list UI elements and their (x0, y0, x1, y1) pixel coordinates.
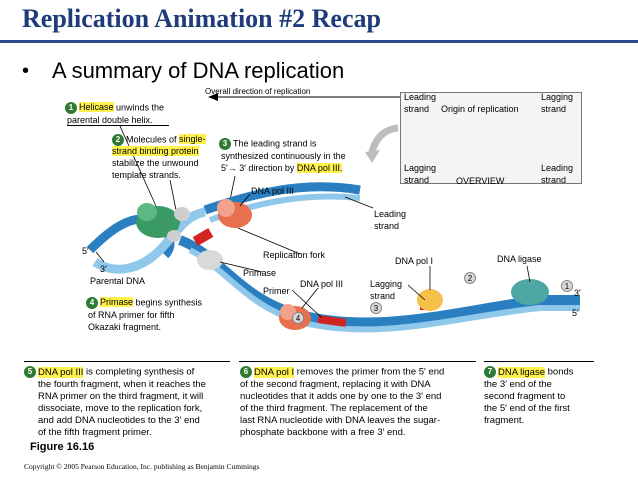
step-6-line6: phosphate backbone with a free 3′ end. (240, 427, 406, 438)
step-5-text: is completing synthesis of (83, 366, 195, 378)
parental-dna-label: Parental DNA (90, 276, 146, 286)
bullet-text: A summary of DNA replication (52, 58, 345, 83)
step-5-line2: the fourth fragment, when it reaches the (38, 379, 206, 390)
overview-box (400, 92, 582, 184)
step-4-line3: Okazaki fragment. (88, 322, 162, 332)
step-2-pre: Molecules of (126, 134, 180, 145)
step-7-number: 7 (484, 366, 496, 378)
step-6-number: 6 (240, 366, 252, 378)
step-6-line2: of the second fragment, replacing it wit… (240, 379, 431, 390)
step-7-line2: the 3′ end of the (484, 379, 552, 390)
primase-protein (197, 250, 223, 270)
step-7-text: bonds (545, 366, 574, 378)
dna-ligase-label: DNA ligase (497, 254, 542, 264)
step-7-line3: second fragment to (484, 391, 566, 402)
overall-direction-arrow (208, 93, 410, 101)
step-5-number: 5 (24, 366, 36, 378)
step-3-line1: The leading strand is (233, 138, 317, 149)
figure-caption: Figure 16.16 (30, 441, 95, 453)
step-2-number: 2 (112, 134, 124, 146)
ssb-highlight-2: strand binding protein (112, 146, 199, 156)
overview-leading-strand-tl: Leading strand (404, 92, 437, 114)
overview-lagging-strand-tr: Lagging strand (541, 92, 574, 114)
five-prime-right: 5′ (572, 308, 579, 318)
step-3-line3-pre: 5′→ 3′ direction by (221, 163, 297, 173)
step-3-line2: synthesized continuously in the (221, 151, 346, 161)
step-7-box (484, 361, 594, 441)
primase-label: Primase (243, 268, 277, 278)
dna-pol-i-protein (417, 289, 443, 311)
single-strand-binding-protein (174, 207, 190, 221)
step-6-line4: of the third fragment. The replacement o… (240, 403, 428, 414)
overall-direction-label: Overall direction of replication (205, 87, 311, 96)
step-3-number: 3 (219, 138, 231, 150)
step-1-number: 1 (65, 102, 77, 114)
step-5-line4: dissociate, move to the replication fork… (38, 403, 203, 414)
overview-title: OVERVIEW (456, 176, 505, 186)
step-2-line4: template strands. (112, 170, 182, 180)
step-1-underline (67, 125, 169, 126)
fragment-3-marker: 3 (370, 302, 382, 314)
step-5-line5: and add DNA nucleotides to the 3′ end (38, 415, 200, 426)
ssb-highlight-1: single- (179, 134, 206, 145)
step-1-line2: parental double helix. (67, 115, 153, 125)
slide-title: Replication Animation #2 Recap (22, 4, 381, 33)
lagging-strand-label: Lagging strand (370, 279, 403, 301)
step-6-box (239, 361, 476, 441)
dna-ligase-protein (511, 279, 549, 305)
step-7-line4: the 5′ end of the first (484, 403, 570, 414)
step-5-highlight: DNA pol III (38, 366, 84, 378)
dna-pol-i-label: DNA pol I (395, 256, 434, 266)
overview-lagging-strand-bl: Lagging strand (404, 163, 437, 185)
step-4-line2: of RNA primer for fifth (88, 310, 175, 320)
fragment-2-marker: 2 (464, 272, 476, 284)
five-prime-left: 5′ (82, 246, 89, 256)
step-2-line3: stabilize the unwound (112, 158, 199, 168)
fragment-1-marker: 1 (561, 280, 573, 292)
three-prime-left: 3′ (100, 264, 107, 274)
step-4-text: begins synthesis (133, 297, 203, 308)
primer-label: Primer (263, 286, 290, 296)
step-2-line2: strand binding protein (112, 146, 199, 157)
replication-fork-label: Replication fork (263, 250, 326, 260)
step-6-line5: last RNA nucleotide with DNA leaves the … (240, 415, 441, 426)
dna-pol-iii-mid-label: DNA pol III (300, 279, 344, 289)
overview-origin-label: Origin of replication (441, 104, 519, 114)
step-5-line3: RNA primer on the third fragment, it wil… (38, 391, 204, 402)
overview-pointer-arrow (368, 124, 399, 154)
step-6-line3: nucleotides that it adds one by one to t… (240, 391, 442, 402)
step-1-text: unwinds the (113, 102, 165, 113)
three-prime-right: 3′ (574, 288, 581, 298)
leading-strand-label: Leading strand (374, 209, 407, 231)
step-4-number: 4 (86, 297, 98, 309)
primase-highlight: Primase (100, 297, 134, 308)
step-5-box (24, 361, 230, 441)
overview-leading-strand-br: Leading strand (541, 163, 574, 185)
dna-pol-iii-highlight: DNA pol III. (296, 163, 343, 173)
step-7-line5: fragment. (484, 415, 525, 426)
helicase-highlight: Helicase (79, 102, 114, 113)
bullet-marker: • (22, 60, 30, 82)
step-5-line6: of the fifth fragment primer. (38, 427, 152, 438)
step-6-text: removes the primer from the 5′ end (294, 366, 445, 378)
dna-pol-iii-top-label: DNA pol III (251, 186, 295, 196)
step-6-highlight: DNA pol I (254, 366, 295, 378)
fragment-4-marker: 4 (292, 312, 304, 324)
copyright-notice: Copyright © 2005 Pearson Education, Inc.… (24, 462, 260, 471)
title-underline (0, 40, 638, 43)
step-7-highlight: DNA ligase (498, 366, 545, 378)
step-3-line3: 5′→ 3′ direction by DNA pol III. (221, 163, 343, 174)
